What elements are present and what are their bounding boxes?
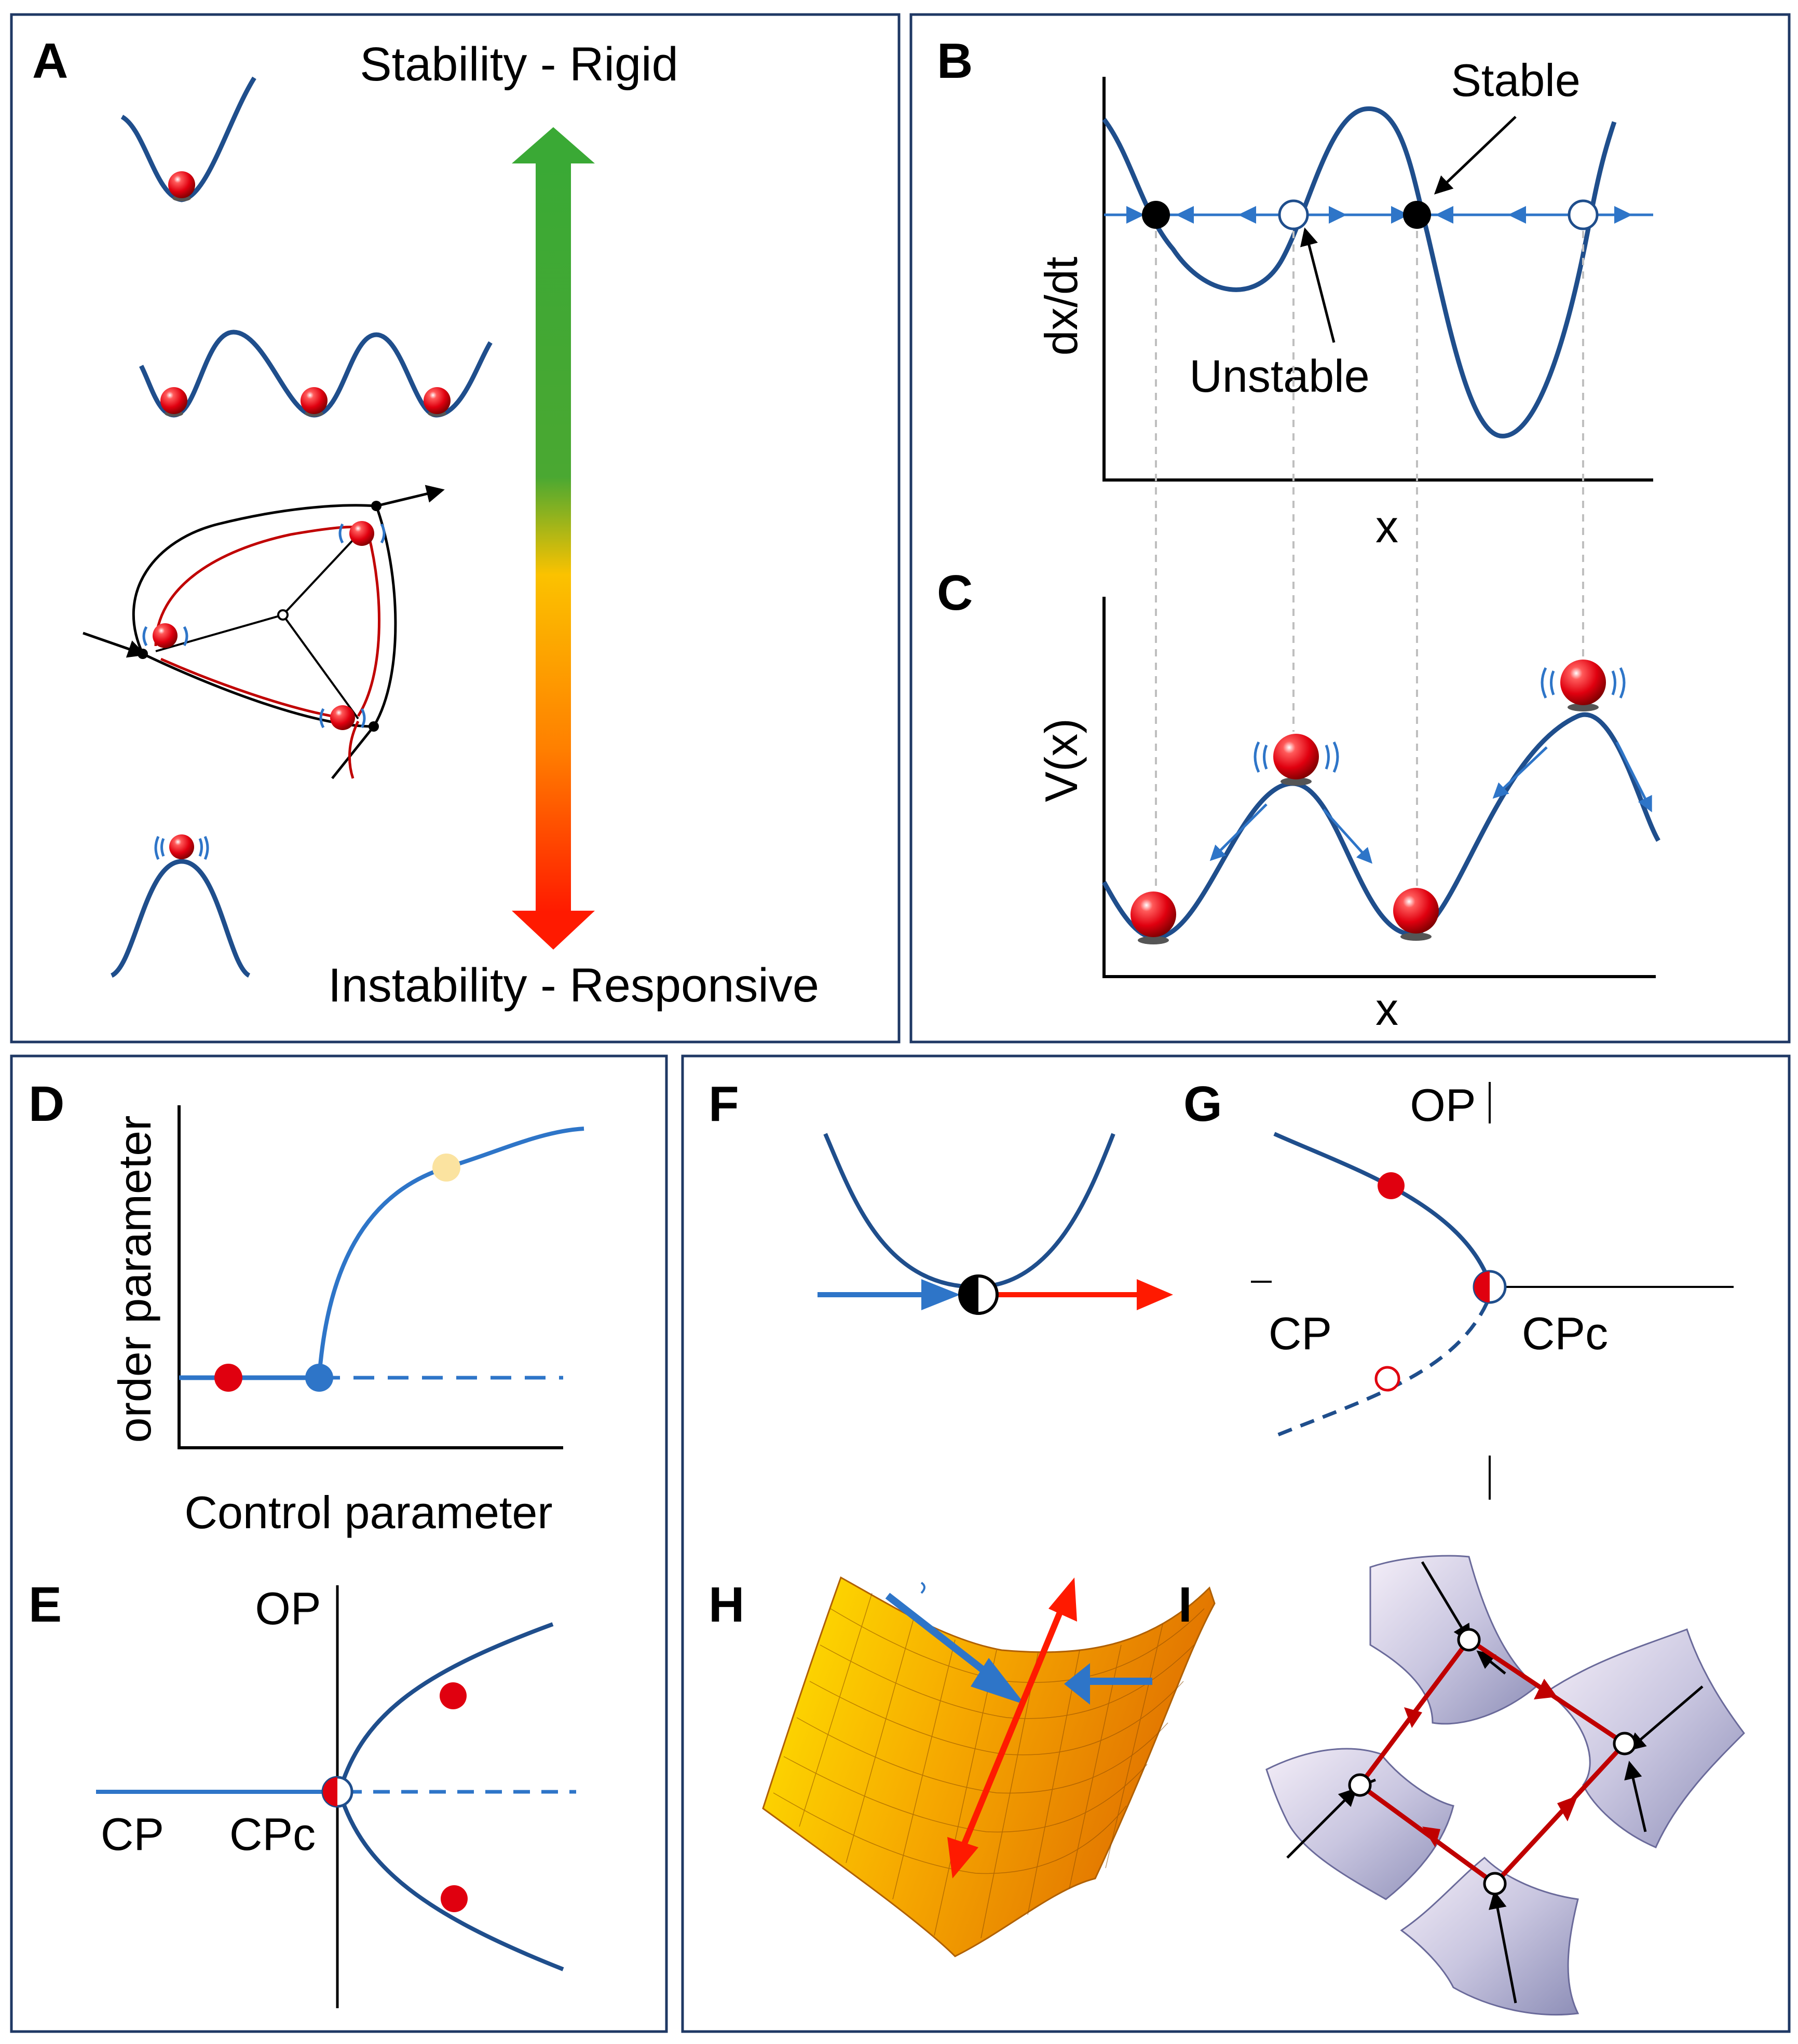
- panel-d-letter: D: [29, 1076, 64, 1132]
- panel-b-letter: B: [937, 33, 973, 89]
- panel-a-frame: [10, 13, 901, 1044]
- panel-e-letter: E: [29, 1577, 62, 1633]
- i-saddle-left: [1348, 1773, 1372, 1797]
- e-pitchfork-lower: [338, 1792, 564, 1971]
- stable-point-1: [1142, 201, 1170, 229]
- i-saddle-top: [1457, 1628, 1481, 1652]
- panel-d-xlabel: Control parameter: [184, 1487, 552, 1538]
- saddle-surface: [762, 1576, 1216, 1957]
- f-red-arrowhead: [1137, 1279, 1173, 1310]
- e-critical-point: [321, 1776, 353, 1808]
- unstable-point-1: [1278, 199, 1309, 230]
- stability-gradient-arrow: [512, 127, 595, 950]
- saddle-node-2: [138, 649, 148, 659]
- g-point-lower: [1374, 1366, 1400, 1392]
- panel-f-letter: F: [709, 1076, 739, 1132]
- alignment-guides: [1155, 231, 1584, 893]
- hilltop-curve: [110, 859, 251, 978]
- unstable-label: Unstable: [1189, 350, 1369, 402]
- stable-point-2: [1403, 201, 1431, 229]
- panel-a-bottom-label: Instability - Responsive: [328, 959, 819, 1012]
- saddle-surface-top: [1369, 1555, 1538, 1725]
- e-point-lower: [441, 1885, 468, 1912]
- panel-c-ylabel: V(x): [1036, 718, 1087, 802]
- panel-b-ylabel: dx/dt: [1036, 257, 1087, 356]
- panel-b-xlabel: x: [1375, 501, 1398, 552]
- i-flow-lines: [1286, 1561, 1704, 2004]
- panel-bc-frame: [909, 13, 1791, 1044]
- op-point-blue: [305, 1364, 333, 1392]
- ball-triple-well-3: [424, 387, 451, 417]
- saddle-surface-bottom: [1400, 1856, 1579, 2016]
- ball-stable-2: [1393, 888, 1439, 941]
- panel-e-op-label: OP: [255, 1583, 321, 1634]
- saddle-surface-right: [1545, 1628, 1745, 1848]
- h-blue-arrowhead-1: [971, 1658, 1025, 1705]
- panel-a-top-label: Stability - Rigid: [360, 38, 678, 91]
- panel-h-letter: H: [709, 1577, 744, 1633]
- panel-d-axes: [178, 1105, 563, 1449]
- e-point-upper: [440, 1682, 467, 1709]
- h-blue-arrowhead-2: [1064, 1663, 1090, 1705]
- stable-pointer: [1434, 116, 1517, 195]
- f-critical-point: [958, 1274, 999, 1315]
- g-lower-branch: [1271, 1301, 1489, 1439]
- panel-c-axes: [1102, 597, 1656, 978]
- panel-d-ylabel: order parameter: [109, 1116, 160, 1443]
- panel-b-axes: [1102, 77, 1653, 482]
- phase-arrows: [1126, 206, 1632, 224]
- panel-a-letter: A: [32, 33, 68, 89]
- saddle-node-1: [371, 501, 382, 511]
- op-point-red: [214, 1364, 242, 1392]
- g-upper-branch: [1273, 1132, 1493, 1287]
- panel-c-xlabel: x: [1375, 983, 1398, 1035]
- panel-g-cpc-label: CPc: [1522, 1308, 1608, 1359]
- i-saddle-right: [1613, 1732, 1637, 1755]
- panel-c-letter: C: [937, 565, 973, 621]
- panel-g-cp-label: CP: [1269, 1308, 1332, 1359]
- h-small-mark: [920, 1582, 925, 1594]
- ball-network-3: [319, 705, 366, 730]
- ball-stable-1: [1130, 891, 1176, 944]
- flow-curve: [1102, 106, 1617, 438]
- panel-fi-frame: [681, 1054, 1791, 2033]
- h-red-arrow: [960, 1607, 1065, 1849]
- h-red-arrowhead-top: [1048, 1577, 1077, 1622]
- panel-de-frame: [10, 1054, 668, 2033]
- ball-triple-well-1: [160, 387, 187, 417]
- unstable-pointer: [1300, 227, 1336, 343]
- panel-g-letter: G: [1183, 1076, 1222, 1132]
- f-well-curve: [823, 1133, 1115, 1289]
- panel-g-op-label: OP: [1410, 1079, 1476, 1131]
- ball-unstable-2: [1541, 660, 1626, 711]
- i-cycle-arrowheads: [1404, 1679, 1578, 1847]
- panel-e-cpc-label: CPc: [229, 1808, 316, 1860]
- h-red-arrowhead-bottom: [947, 1837, 978, 1878]
- op-point-yellow: [432, 1154, 460, 1182]
- i-saddle-bottom: [1483, 1872, 1507, 1896]
- ball-single-well: [168, 171, 195, 201]
- stable-label: Stable: [1451, 54, 1581, 106]
- heteroclinic-network: [83, 485, 445, 779]
- f-blue-arrowhead: [921, 1279, 960, 1310]
- g-point-upper: [1378, 1172, 1405, 1199]
- hub-node: [277, 609, 289, 621]
- saddle-node-3: [369, 721, 379, 732]
- ball-triple-well-2: [301, 387, 328, 417]
- panel-i-letter: I: [1178, 1577, 1192, 1633]
- g-critical-point: [1473, 1270, 1507, 1304]
- e-pitchfork-upper: [338, 1622, 554, 1791]
- saddle-surface-left: [1265, 1748, 1454, 1900]
- panel-e-cp-label: CP: [101, 1808, 164, 1860]
- ball-unstable-1: [1254, 734, 1339, 786]
- ball-network-1: [338, 521, 386, 546]
- op-bifurcating-branch: [317, 1127, 584, 1378]
- unstable-point-2: [1568, 199, 1599, 230]
- roll-arrows: [1209, 741, 1652, 864]
- ball-network-2: [142, 623, 188, 648]
- ball-hilltop: [154, 834, 209, 860]
- potential-curve: [1102, 712, 1660, 940]
